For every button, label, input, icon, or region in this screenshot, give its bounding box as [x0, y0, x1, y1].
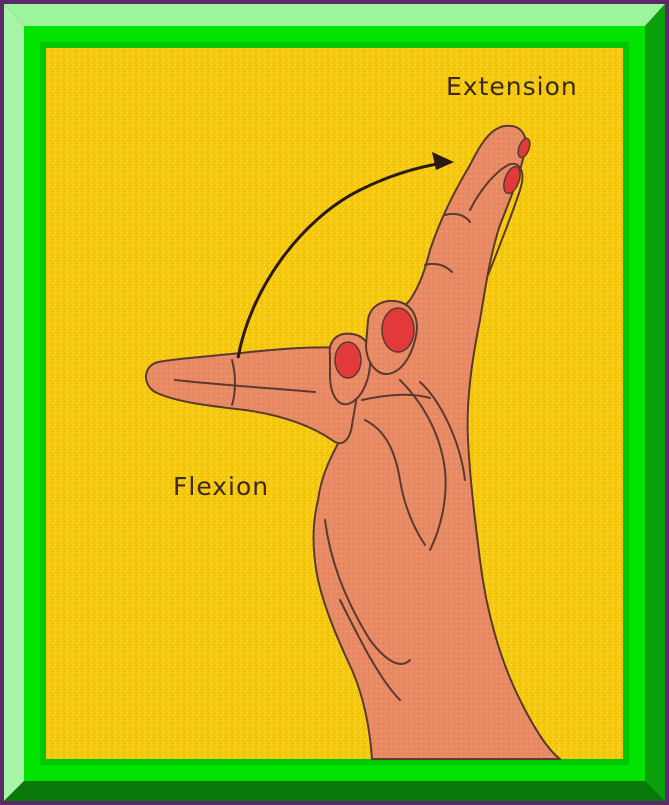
- frame-left-bevel: [4, 4, 24, 801]
- frame-right-bevel: [645, 4, 665, 801]
- nail-curled-finger-1: [335, 342, 361, 378]
- nail-curled-finger-2: [382, 308, 414, 352]
- extension-label: Extension: [446, 72, 578, 101]
- frame-bottom-bevel: [4, 781, 665, 801]
- flexion-label: Flexion: [173, 472, 269, 501]
- frame-top-bevel: [4, 4, 665, 26]
